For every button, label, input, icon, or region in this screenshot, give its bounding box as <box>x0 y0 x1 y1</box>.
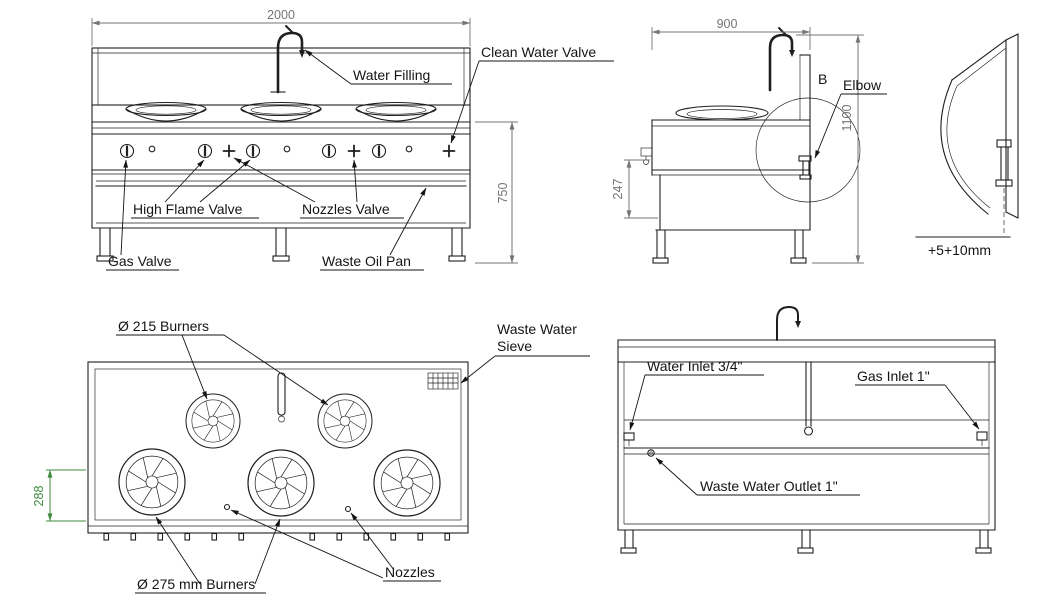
gas-inlet-fitting <box>976 431 988 446</box>
label-water-filling: Water Filling <box>304 49 452 85</box>
nozzles-label: Nozzles <box>385 564 435 580</box>
label-high-flame-valve: High Flame Valve <box>131 159 259 219</box>
large-burner-2 <box>247 449 315 517</box>
elbow-detail-view: +5+10mm <box>915 33 1019 258</box>
waste-water-sieve-label-line1: Waste Water <box>497 321 577 337</box>
side-body <box>640 54 812 264</box>
nozzle-points <box>223 503 352 513</box>
water-inlet-fitting <box>623 432 635 446</box>
label-elbow: Elbow <box>814 77 887 159</box>
water-filling-label: Water Filling <box>353 67 430 83</box>
dim-900: 900 <box>717 17 738 31</box>
control-panel <box>119 143 456 159</box>
front-body <box>91 47 471 262</box>
rear-riser-pipe <box>803 361 814 436</box>
detail-marker-B: B <box>818 71 827 87</box>
label-gas-valve: Gas Valve <box>106 159 179 271</box>
label-waste-water-sieve: Waste Water Sieve <box>460 321 590 384</box>
dim-side-width: 900 <box>651 17 811 50</box>
water-filling-faucet-icon <box>270 25 305 94</box>
waste-outlet-fitting <box>647 449 655 457</box>
dim-288: 288 <box>32 486 46 507</box>
label-nozzles: Nozzles <box>230 509 441 582</box>
plan-view: 288 Ø 215 Burners Waste Water Sieve Ø 27… <box>32 318 590 594</box>
label-small-burners: Ø 215 Burners <box>116 318 329 406</box>
dim-side-height: 1100 <box>796 34 864 264</box>
clean-water-valve-label: Clean Water Valve <box>481 44 596 60</box>
burners-plan <box>118 393 441 517</box>
waste-water-sieve-icon <box>427 372 459 390</box>
dim-side-pan-depth: 247 <box>611 159 658 219</box>
rear-faucet-icon <box>776 305 801 341</box>
water-inlet-label: Water Inlet 3/4" <box>647 358 743 374</box>
side-faucet-icon <box>768 27 795 92</box>
label-nozzles-valve: Nozzles Valve <box>233 157 404 219</box>
label-water-inlet: Water Inlet 3/4" <box>629 358 764 431</box>
label-large-burners: Ø 275 mm Burners <box>135 516 281 594</box>
dim-burner-offset: 288 <box>32 469 86 522</box>
dim-front-height: 750 <box>475 121 518 264</box>
small-burner-1 <box>185 393 241 449</box>
gas-valve-label: Gas Valve <box>108 253 172 269</box>
water-pipe-plan-icon <box>277 372 286 423</box>
wok-bowls-front <box>125 101 437 122</box>
detail-circle-B: B <box>755 71 861 203</box>
gas-inlet-label: Gas Inlet 1" <box>857 368 930 384</box>
waste-water-outlet-label: Waste Water Outlet 1" <box>700 478 838 494</box>
large-burner-3 <box>373 449 441 517</box>
label-clean-water-valve: Clean Water Valve <box>450 44 614 144</box>
dim-1100: 1100 <box>840 105 854 132</box>
dim-750: 750 <box>496 183 510 204</box>
elbow-label: Elbow <box>843 77 882 93</box>
dim-247: 247 <box>611 179 625 200</box>
waste-oil-pan-label: Waste Oil Pan <box>322 253 411 269</box>
label-waste-oil-pan: Waste Oil Pan <box>320 187 427 271</box>
dim-2000: 2000 <box>267 8 295 22</box>
high-flame-valve-label: High Flame Valve <box>133 201 243 217</box>
elbow-fitting-detail <box>995 139 1013 187</box>
side-view: B 900 1100 247 Elbow <box>611 17 887 264</box>
label-waste-water-outlet: Waste Water Outlet 1" <box>655 457 860 496</box>
waste-water-sieve-label-line2: Sieve <box>497 338 532 354</box>
nozzles-valve-label: Nozzles Valve <box>302 201 390 217</box>
adjustment-label: +5+10mm <box>928 242 991 258</box>
rear-view: Water Inlet 3/4" Gas Inlet 1" Waste Wate… <box>617 305 996 554</box>
dim-front-width: 2000 <box>91 8 471 46</box>
large-burners-label: Ø 275 mm Burners <box>137 576 255 592</box>
label-gas-inlet: Gas Inlet 1" <box>855 368 980 430</box>
small-burner-2 <box>317 393 373 449</box>
small-burners-label: Ø 215 Burners <box>118 318 209 334</box>
large-burner-1 <box>118 448 186 516</box>
front-view: 2000 750 Water Filling Clean Water Valve… <box>91 8 614 271</box>
